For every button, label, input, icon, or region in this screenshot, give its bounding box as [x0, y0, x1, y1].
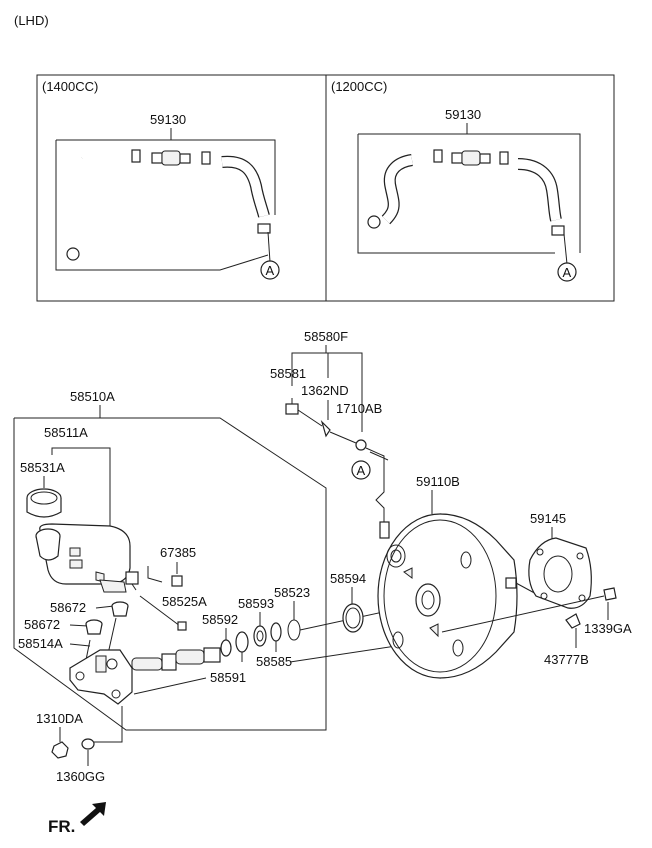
arrow-icon — [80, 802, 106, 826]
label-1362ND: 1362ND — [301, 383, 349, 398]
label-58511A: 58511A — [44, 425, 88, 440]
label-58585: 58585 — [256, 654, 292, 669]
inset-left-callout: A — [266, 263, 275, 278]
piston-assembly — [131, 647, 221, 671]
label-58672-b: 58672 — [24, 617, 60, 632]
label-58581: 58581 — [270, 366, 306, 381]
label-1360GG: 1360GG — [56, 769, 105, 784]
drive-side-label: (LHD) — [14, 13, 49, 28]
inset-right-callout: A — [563, 265, 572, 280]
inset-right-part-label: 59130 — [445, 107, 481, 122]
label-59110B: 59110B — [416, 474, 460, 489]
label-58510A: 58510A — [70, 389, 115, 404]
label-59145: 59145 — [530, 511, 566, 526]
inset-left-title: (1400CC) — [42, 79, 98, 94]
front-direction-label: FR. — [48, 817, 75, 836]
label-58531A: 58531A — [20, 460, 65, 475]
label-58591: 58591 — [210, 670, 246, 685]
label-1310DA: 1310DA — [36, 711, 83, 726]
callout-circle — [557, 262, 577, 282]
inset-1200cc: (1200CC) 59130 A — [331, 79, 581, 282]
label-1710AB: 1710AB — [336, 401, 382, 416]
label-58592: 58592 — [202, 612, 238, 627]
inset-right-title: (1200CC) — [331, 79, 387, 94]
inset-1400cc: (1400CC) 59130 A — [42, 79, 280, 280]
label-58593: 58593 — [238, 596, 274, 611]
master-cylinder-frame — [13, 417, 327, 731]
label-43777B: 43777B — [544, 652, 589, 667]
reservoir — [39, 523, 131, 585]
brake-booster — [377, 513, 541, 679]
label-58514A: 58514A — [18, 636, 63, 651]
callout-A-main: A — [357, 463, 366, 478]
front-direction-indicator: FR. — [48, 802, 106, 836]
label-1339GA: 1339GA — [584, 621, 632, 636]
label-58672-a: 58672 — [50, 600, 86, 615]
label-58580F: 58580F — [304, 329, 348, 344]
label-58594: 58594 — [330, 571, 366, 586]
label-58525A: 58525A — [162, 594, 207, 609]
label-58523: 58523 — [274, 585, 310, 600]
callout-circle — [260, 260, 280, 280]
inset-left-part-label: 59130 — [150, 112, 186, 127]
gasket-59145 — [528, 537, 592, 609]
label-67385: 67385 — [160, 545, 196, 560]
